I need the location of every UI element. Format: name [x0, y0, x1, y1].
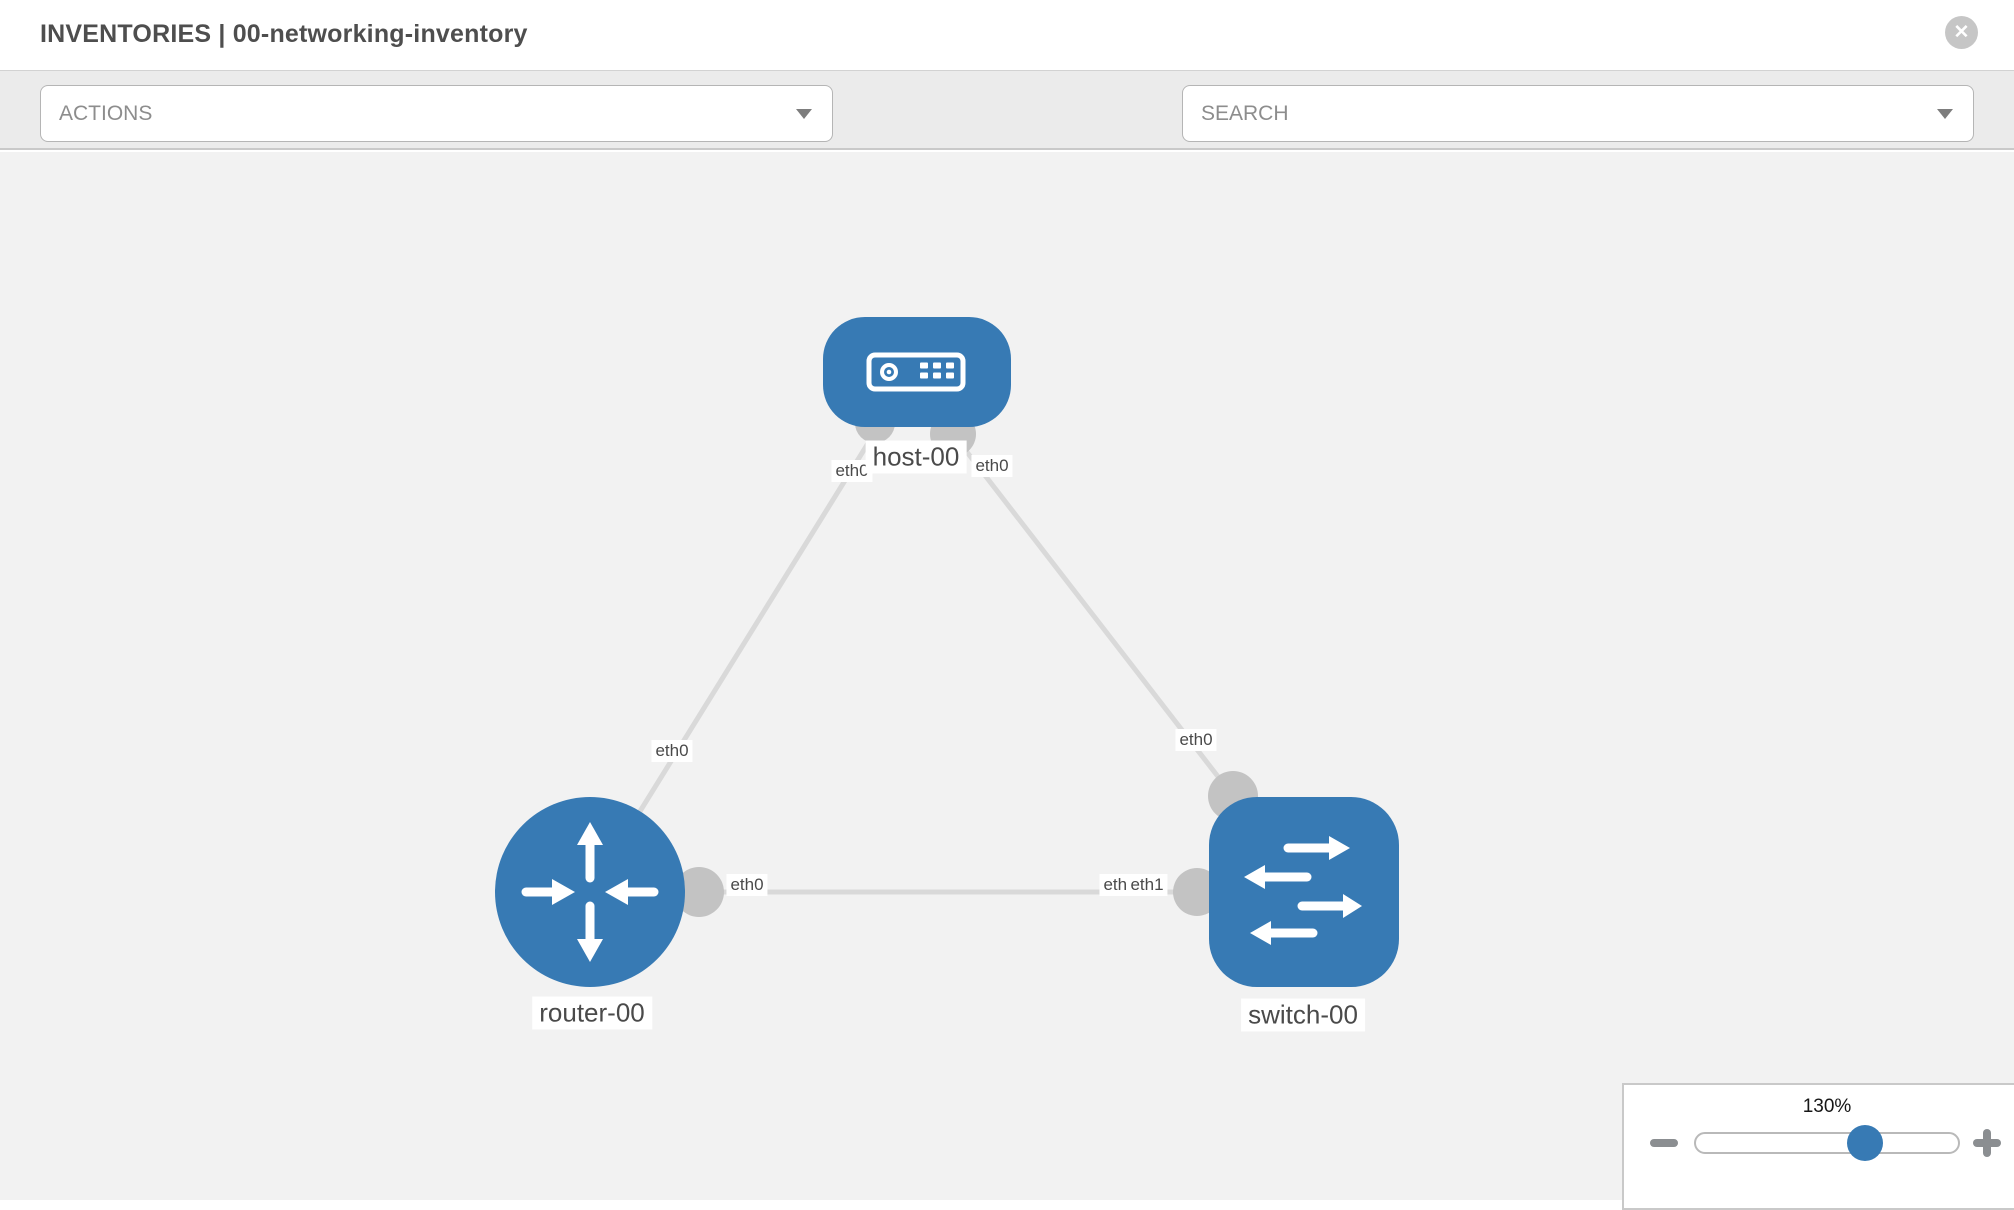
iface-label-switch-eth0: eth0	[1175, 729, 1217, 751]
iface-label-router-eth0-uplink: eth0	[651, 740, 693, 762]
zoom-out-button[interactable]	[1650, 1139, 1678, 1147]
zoom-control-panel: 130%	[1622, 1083, 2014, 1210]
zoom-slider-thumb[interactable]	[1847, 1125, 1883, 1161]
node-switch-00[interactable]	[1209, 797, 1399, 987]
node-host-00[interactable]	[823, 317, 1011, 427]
page-title: INVENTORIES | 00-networking-inventory	[40, 20, 528, 48]
interface-connectors	[674, 403, 1258, 917]
router-icon	[521, 822, 659, 962]
iface-label-switch-eth1: eth1	[1126, 874, 1168, 896]
switch-icon	[1244, 836, 1362, 945]
topology-graph	[495, 317, 1399, 987]
connector-router-eth0	[674, 867, 724, 917]
links	[587, 422, 1304, 895]
search-dropdown-label: SEARCH	[1201, 101, 1289, 125]
zoom-level-value: 130%	[1802, 1096, 1852, 1117]
iface-label-host-eth0-right: eth0	[971, 455, 1013, 477]
iface-label-router-eth0: eth0	[726, 874, 768, 896]
zoom-in-button[interactable]	[1973, 1129, 2001, 1157]
plus-icon	[1983, 1129, 1991, 1157]
chevron-down-icon	[1937, 108, 1953, 119]
node-label-switch-00: switch-00	[1241, 998, 1365, 1032]
toolbar: ACTIONS SEARCH	[0, 71, 2014, 203]
chevron-down-icon	[796, 108, 812, 119]
actions-dropdown-label: ACTIONS	[59, 101, 153, 125]
close-button[interactable]: ✕	[1945, 16, 1978, 49]
topology-canvas[interactable]	[0, 152, 2014, 1200]
actions-dropdown[interactable]: ACTIONS	[40, 85, 833, 142]
node-label-host-00: host-00	[865, 440, 967, 474]
iface-label-host-eth0-left: eth0	[831, 460, 873, 482]
header-bar: INVENTORIES | 00-networking-inventory ✕	[0, 0, 2014, 71]
close-icon: ✕	[1953, 22, 1970, 43]
search-dropdown[interactable]: SEARCH	[1182, 85, 1974, 142]
host-icon	[866, 352, 966, 392]
node-router-00[interactable]	[495, 797, 685, 987]
zoom-slider-track[interactable]	[1694, 1132, 1960, 1154]
node-label-router-00: router-00	[532, 996, 652, 1030]
